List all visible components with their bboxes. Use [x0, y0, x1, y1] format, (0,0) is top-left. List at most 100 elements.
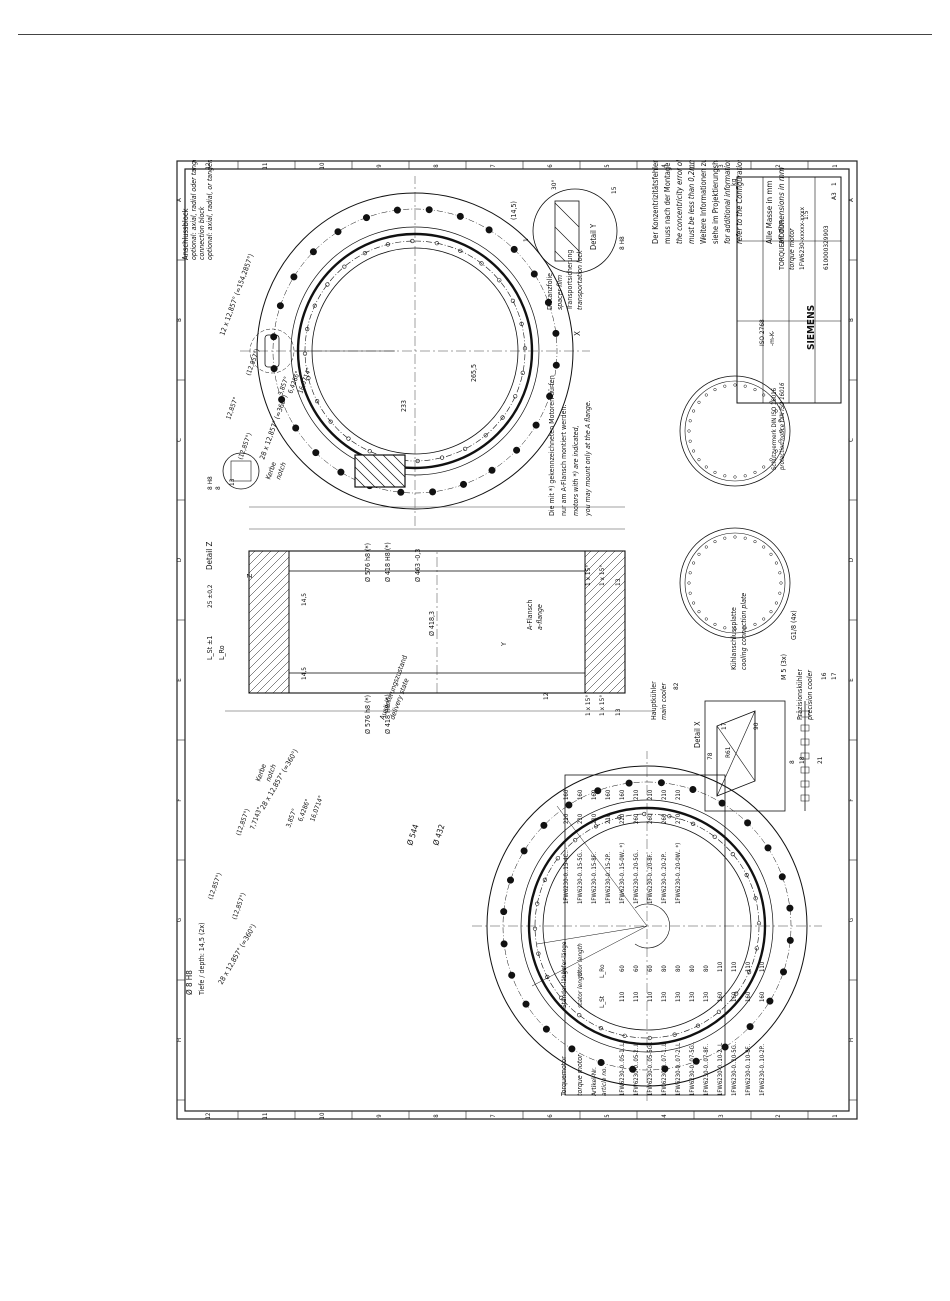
- lock-hole: [713, 622, 717, 626]
- dim-label: 233: [400, 400, 408, 412]
- lock-hole: [774, 561, 778, 565]
- dia-label: Ø 576 h8 (*): [364, 695, 372, 734]
- table-header: Läufer-länge: [560, 941, 568, 978]
- lock-hole: [762, 465, 766, 469]
- bolt-hole: [542, 877, 547, 883]
- bolt-hole: [276, 302, 284, 310]
- lock-hole: [697, 610, 701, 614]
- dim-label: 13: [614, 578, 622, 586]
- lock-hole: [733, 475, 737, 479]
- frame-col-number: 11: [262, 1113, 269, 1120]
- dim-label: 13: [228, 478, 236, 486]
- note-label: for additional information on the electr…: [723, 160, 732, 244]
- section-hatch-bottom: [584, 550, 626, 694]
- bolt-hole: [577, 1013, 582, 1018]
- table-cell: 130: [675, 991, 682, 1002]
- bolt-hole: [593, 824, 599, 829]
- bolt-hole: [536, 951, 541, 956]
- table-cell: 260: [633, 813, 640, 824]
- table-cell: 110: [619, 991, 626, 1002]
- dim-label: 13: [614, 708, 622, 716]
- frame-row-letter: G: [848, 918, 855, 922]
- left-circular-view: [472, 751, 822, 1101]
- bolt-hole: [522, 1000, 530, 1008]
- sheet: 1: [830, 182, 838, 186]
- bolt-hole: [695, 1023, 701, 1028]
- bolt-hole: [597, 1058, 605, 1066]
- frame-col-number: 1: [832, 164, 839, 167]
- table-header: L_Ro: [598, 964, 606, 978]
- lock-hole: [769, 610, 773, 614]
- bolt-hole: [479, 261, 484, 266]
- table-cell: 80: [661, 965, 668, 972]
- lock-hole: [779, 581, 783, 585]
- frame-col-number: 7: [490, 164, 497, 167]
- lock-hole: [692, 449, 696, 453]
- lock-hole: [762, 393, 766, 397]
- company-logo: SIEMENS: [806, 305, 817, 350]
- table-cell: 1FW6230-0..10-2..L: [717, 1043, 724, 1096]
- table-cell: 130: [661, 991, 668, 1002]
- table-cell: 110: [647, 991, 654, 1002]
- product-label: TORQUEMOTOR: [778, 219, 786, 271]
- lock-hole: [769, 458, 773, 462]
- bolt-hole: [734, 991, 739, 996]
- bolt-hole: [458, 248, 463, 253]
- bolt-hole: [342, 264, 347, 269]
- bolt-hole: [689, 785, 697, 793]
- bolt-hole: [462, 446, 468, 452]
- lock-hole: [753, 388, 757, 392]
- right-circular-view: [240, 176, 590, 526]
- inner-frame: [184, 168, 850, 1112]
- frame-row-letter: G: [176, 918, 183, 922]
- lock-hole: [687, 581, 691, 585]
- angle-label: 7,7143°: [248, 806, 264, 831]
- table-cell: 1FW6230-0..05-2..L: [633, 1043, 640, 1096]
- lock-hole: [688, 439, 692, 443]
- table-header: torque motor: [576, 1054, 584, 1096]
- table-cell: 160: [745, 991, 752, 1002]
- bolt-hole: [532, 421, 540, 429]
- bolt-hole: [513, 394, 518, 399]
- bolt-hole: [522, 346, 528, 351]
- bolt-hole: [292, 424, 300, 432]
- frame-col-number: 6: [547, 1114, 554, 1118]
- table-cell: 130: [703, 991, 710, 1002]
- table-cell: 1FW6230-0..15-4C..: [563, 850, 570, 904]
- dim-label: 16: [820, 672, 828, 680]
- bolt-hole: [622, 1033, 627, 1038]
- dim-label: 17: [830, 672, 838, 680]
- table-cell: 210: [675, 789, 682, 800]
- frame-row-letter: D: [848, 558, 855, 562]
- table-cell: 1FW6230-0..20-0W.. *): [675, 843, 682, 904]
- bolt-hole: [312, 449, 320, 457]
- table-cell: 1FW6230-0..07-5G..: [689, 1041, 696, 1096]
- note-label: refer to the Configuration Manual.: [735, 160, 744, 244]
- frame-col-number: 4: [661, 164, 668, 168]
- thread-holes: [800, 710, 810, 802]
- dim-label: 1 x 15°: [598, 695, 606, 716]
- dia-label: Ø 432: [430, 823, 446, 847]
- table-cell: 160: [759, 991, 766, 1002]
- bolt-hole: [744, 872, 749, 878]
- bolt-hole: [312, 303, 317, 308]
- table-header: Ständer-länge: [560, 967, 568, 1008]
- dim-label: 12: [542, 692, 550, 700]
- table-cell: 1FW6230-0..05-1..L: [619, 1043, 626, 1096]
- product-label: torque motor: [788, 228, 796, 270]
- lock-hole: [778, 439, 782, 443]
- bolt-hole: [716, 1009, 721, 1014]
- dia-label: Ø 544: [404, 823, 420, 847]
- bolt-hole: [434, 241, 440, 246]
- frame-col-number: 3: [718, 1114, 725, 1117]
- lock-hole: [723, 626, 727, 630]
- frame-row-letter: B: [848, 318, 855, 322]
- bolt-hole: [510, 298, 515, 304]
- bolt-hole: [718, 799, 726, 807]
- top-rule: [18, 34, 932, 35]
- block-label: connection block: [198, 206, 206, 260]
- outer-frame: [176, 160, 858, 1120]
- frame-row-letter: A: [176, 198, 183, 202]
- bolt-hole: [346, 436, 351, 441]
